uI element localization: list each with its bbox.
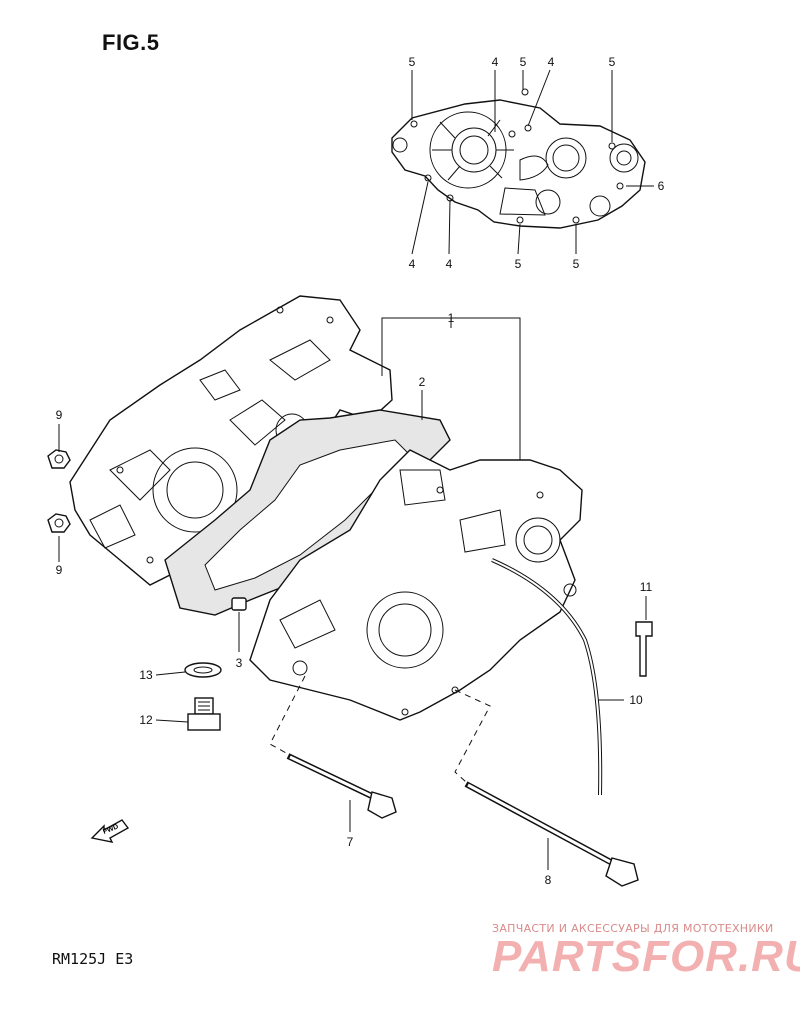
callout-4-bottom-left: 4 bbox=[409, 257, 416, 271]
nut-upper bbox=[47, 449, 71, 469]
callout-10: 10 bbox=[629, 693, 643, 707]
figure-title: FIG.5 bbox=[102, 30, 160, 55]
forward-arrow-icon: FWD bbox=[90, 819, 130, 843]
callout-9-lower: 9 bbox=[56, 563, 63, 577]
callout-4-top-left: 4 bbox=[492, 55, 499, 69]
callout-5-top-middle: 5 bbox=[520, 55, 527, 69]
callout-4-bottom-right: 4 bbox=[446, 257, 453, 271]
drain-plug bbox=[187, 697, 221, 731]
callout-2: 2 bbox=[419, 375, 426, 389]
callout-1: 1 bbox=[448, 311, 455, 325]
hose-clamp bbox=[635, 621, 653, 677]
crankcase-half-inner-view bbox=[391, 88, 646, 229]
callout-7: 7 bbox=[347, 835, 354, 849]
leader-lines bbox=[58, 69, 654, 870]
callout-11: 11 bbox=[640, 580, 653, 594]
watermark-subtitle: ЗАПЧАСТИ И АКСЕССУАРЫ ДЛЯ МОТОТЕХНИКИ bbox=[492, 922, 774, 935]
callout-5-bottom-left: 5 bbox=[515, 257, 522, 271]
callout-5-bottom-right: 5 bbox=[573, 257, 580, 271]
callout-9-upper: 9 bbox=[56, 408, 63, 422]
watermark-logo: PARTSFOR.RU bbox=[492, 932, 800, 981]
crankcase-right-half bbox=[249, 449, 583, 721]
nut-lower bbox=[47, 513, 71, 533]
callout-3: 3 bbox=[236, 656, 243, 670]
callout-4-top-right: 4 bbox=[548, 55, 555, 69]
callout-8: 8 bbox=[545, 873, 552, 887]
callout-6: 6 bbox=[658, 179, 665, 193]
callout-12: 12 bbox=[139, 713, 153, 727]
callout-5-top-left: 5 bbox=[409, 55, 416, 69]
dowel-pin bbox=[231, 597, 247, 611]
callout-labels: 1 2 3 4 4 4 4 5 5 5 5 5 6 7 8 9 9 10 11 … bbox=[56, 55, 665, 887]
drain-plug-gasket bbox=[184, 662, 222, 678]
callout-13: 13 bbox=[139, 668, 153, 682]
model-code: RM125J E3 bbox=[52, 950, 134, 968]
callout-5-top-right: 5 bbox=[609, 55, 616, 69]
bolt-long bbox=[464, 781, 639, 887]
bolt-short bbox=[286, 753, 397, 819]
crankcase-left-half bbox=[69, 295, 393, 586]
